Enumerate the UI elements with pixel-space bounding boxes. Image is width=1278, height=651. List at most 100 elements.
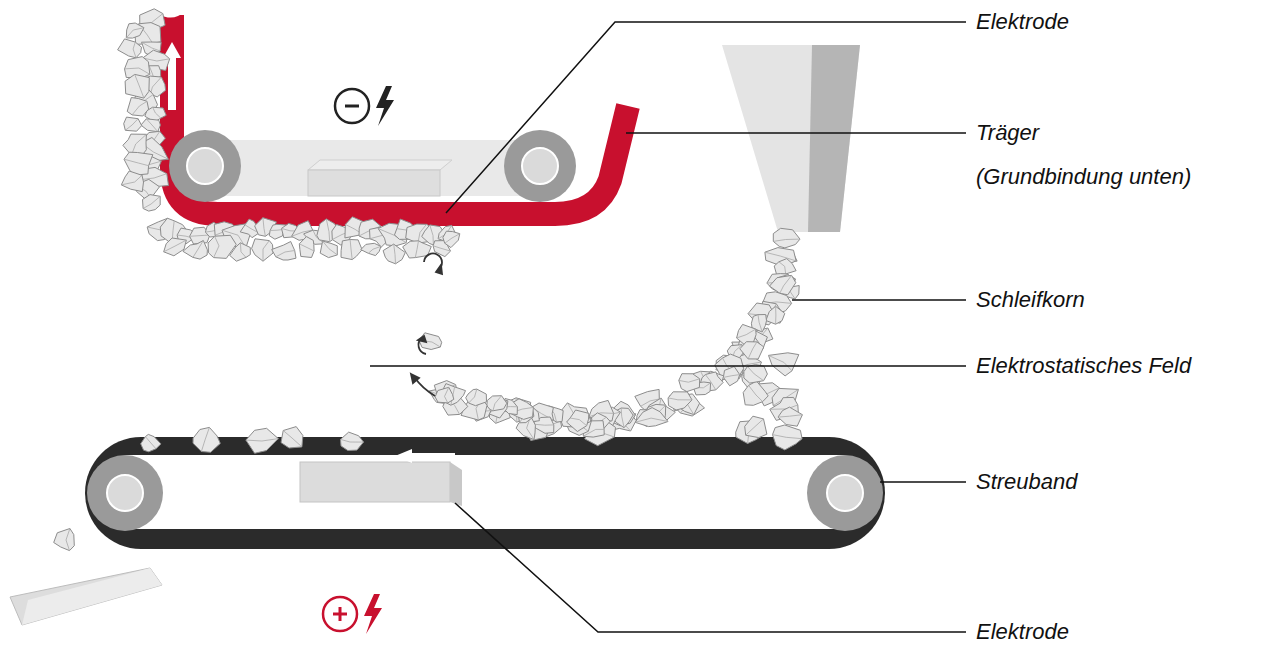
grain-facet [780, 275, 792, 293]
grain-facet [773, 435, 803, 439]
grain-facet [341, 439, 364, 442]
abrasive-grains [54, 9, 803, 551]
grain-facet [66, 529, 70, 551]
grain-facet [570, 418, 587, 426]
grain-facet [350, 240, 352, 260]
grain-facet [779, 262, 786, 274]
grain [341, 432, 364, 450]
grain [141, 119, 161, 132]
grain-facet [135, 74, 144, 98]
grain [121, 171, 143, 192]
grain-facet [246, 439, 278, 441]
grain [769, 353, 799, 376]
grain-facet [125, 68, 150, 74]
grain [341, 240, 362, 260]
grain [320, 241, 337, 258]
grain-facet [679, 379, 700, 382]
grain-facet [190, 235, 210, 236]
grain-facet [153, 107, 161, 118]
grain [778, 407, 802, 426]
grain-facet [240, 243, 246, 258]
grain [252, 239, 274, 261]
grain-facet [773, 239, 800, 241]
grain-facet [368, 246, 381, 253]
grain [246, 428, 278, 453]
grain [668, 392, 692, 410]
grain [679, 374, 700, 392]
grain [143, 195, 161, 212]
grain-facet [765, 252, 796, 261]
grain-facet [469, 389, 477, 403]
grain [299, 237, 314, 258]
grain [383, 244, 405, 264]
grain [766, 306, 785, 324]
part-label: Träger [976, 120, 1039, 146]
grain [125, 74, 149, 98]
grain-facet [201, 427, 209, 451]
grain-facet [493, 396, 502, 411]
grain [419, 333, 442, 350]
grain [743, 381, 768, 405]
grain-facet [214, 236, 219, 257]
part-label: Streuband [976, 469, 1078, 495]
grain-facet [263, 218, 266, 237]
grain [272, 242, 296, 261]
grain-facet [283, 431, 302, 447]
grain-facet [263, 241, 269, 262]
grain-facet [746, 419, 764, 435]
grain-facet [758, 315, 762, 332]
grain [745, 416, 767, 437]
grain [118, 39, 142, 58]
grain-facet [635, 418, 668, 422]
grain-facet [621, 408, 624, 428]
part-label: Elektrode [976, 9, 1069, 35]
grain-facet [133, 42, 136, 58]
grain-facet [737, 329, 756, 338]
grain-facet [125, 119, 138, 131]
positive-pole-symbol [323, 594, 382, 634]
grain-facet [749, 385, 763, 401]
rotation-arrows [411, 254, 442, 396]
grain [127, 98, 148, 117]
grain-facet [769, 355, 793, 370]
grain [183, 241, 208, 260]
grain-facet [132, 101, 147, 115]
grain [744, 365, 768, 384]
grain [230, 243, 251, 261]
grain [443, 231, 460, 247]
grain-facet [193, 241, 203, 258]
collecting-bin [10, 568, 162, 625]
spreading-belt [85, 437, 885, 549]
grain [435, 387, 454, 403]
grain-facet [748, 367, 764, 381]
leader-lines [370, 22, 966, 632]
part-label: Elektrostatisches Feld [976, 353, 1191, 379]
grain-facet [126, 28, 144, 38]
grain [635, 408, 668, 427]
grain-facet [150, 77, 161, 94]
grain [466, 389, 487, 406]
part-label: (Grundbindung unten) [976, 164, 1191, 190]
grain [567, 410, 589, 432]
grain-facet [778, 415, 802, 417]
grain-facet [723, 375, 739, 378]
carrier-belt [160, 10, 628, 214]
grain-facet [430, 225, 434, 245]
grain [124, 117, 142, 131]
grain-facet [143, 196, 160, 208]
grain [361, 243, 381, 255]
grain-facet [124, 159, 149, 166]
grain-facet [299, 244, 314, 251]
negative-pole-symbol [335, 86, 394, 126]
grain-facet [394, 244, 396, 264]
grain-facet [164, 240, 187, 252]
part-label: Elektrode [976, 619, 1069, 645]
grain-facet [748, 342, 757, 359]
grain-facet [142, 42, 161, 51]
grain [54, 529, 75, 551]
grain [141, 434, 161, 451]
grain [193, 427, 220, 452]
grain-facet [770, 405, 798, 409]
hopper [722, 45, 860, 232]
